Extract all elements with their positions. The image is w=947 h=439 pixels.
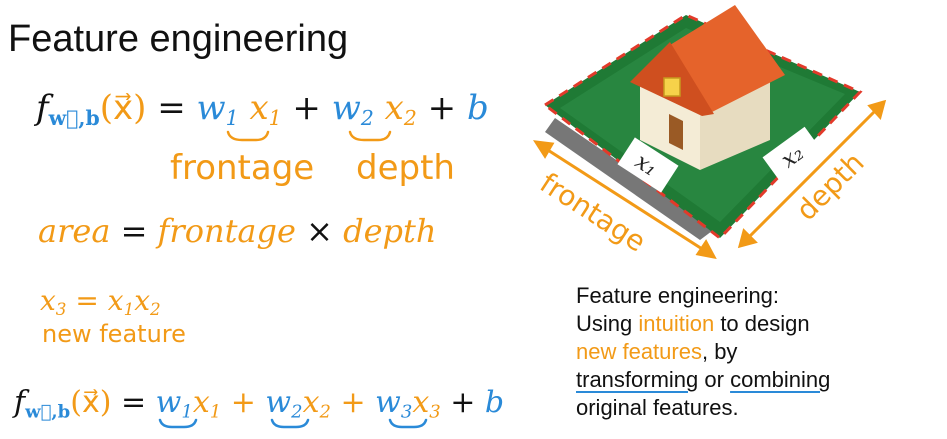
area-equation: area = frontage × depth: [38, 212, 437, 250]
new-feature-note: new feature: [42, 320, 186, 348]
road: [545, 118, 716, 240]
depth-label: depth: [356, 148, 455, 188]
intuition-word: intuition: [638, 311, 715, 336]
w1: w: [196, 88, 226, 128]
brace-w3: [388, 418, 428, 429]
x2-tag: [762, 126, 824, 184]
combining-word: combining: [730, 367, 831, 392]
house-roof: [670, 5, 785, 112]
b: b: [466, 88, 489, 128]
w2: w: [331, 88, 361, 128]
x2: x: [384, 88, 404, 128]
x1-tag: [617, 137, 679, 193]
transforming-word: transforming: [576, 367, 699, 392]
frontage-label: frontage: [170, 148, 315, 188]
new-features-phrase: new features: [576, 339, 702, 364]
window: [663, 77, 681, 97]
brace-w2: [270, 418, 310, 429]
door: [669, 114, 683, 150]
definition-heading: Feature engineering:: [576, 283, 780, 308]
definition-text: Feature engineering: Using intuition to …: [576, 283, 831, 420]
model-equation: fw⃗,b(x⃗) = w1 x1 + w2 x2 + b: [36, 88, 489, 131]
slide-title: Feature engineering: [8, 18, 349, 60]
brace-x2: [348, 130, 392, 142]
f-symbol: f: [36, 88, 49, 128]
f-subscript: w⃗,b: [48, 106, 100, 131]
new-feature-equation: x3 = x1x2: [40, 284, 161, 320]
engineered-model-equation: fw⃗,b(x⃗) = w1x1 + w2x2 + w3x3 + b: [14, 385, 505, 423]
f-argument: (x⃗): [99, 88, 147, 128]
brace-w1: [158, 418, 198, 429]
brace-x1: [226, 130, 270, 142]
depth-arrow: [742, 104, 882, 244]
lot-boundary: [542, 13, 863, 241]
x1: x: [249, 88, 269, 128]
frontage-arrow: [539, 143, 711, 256]
